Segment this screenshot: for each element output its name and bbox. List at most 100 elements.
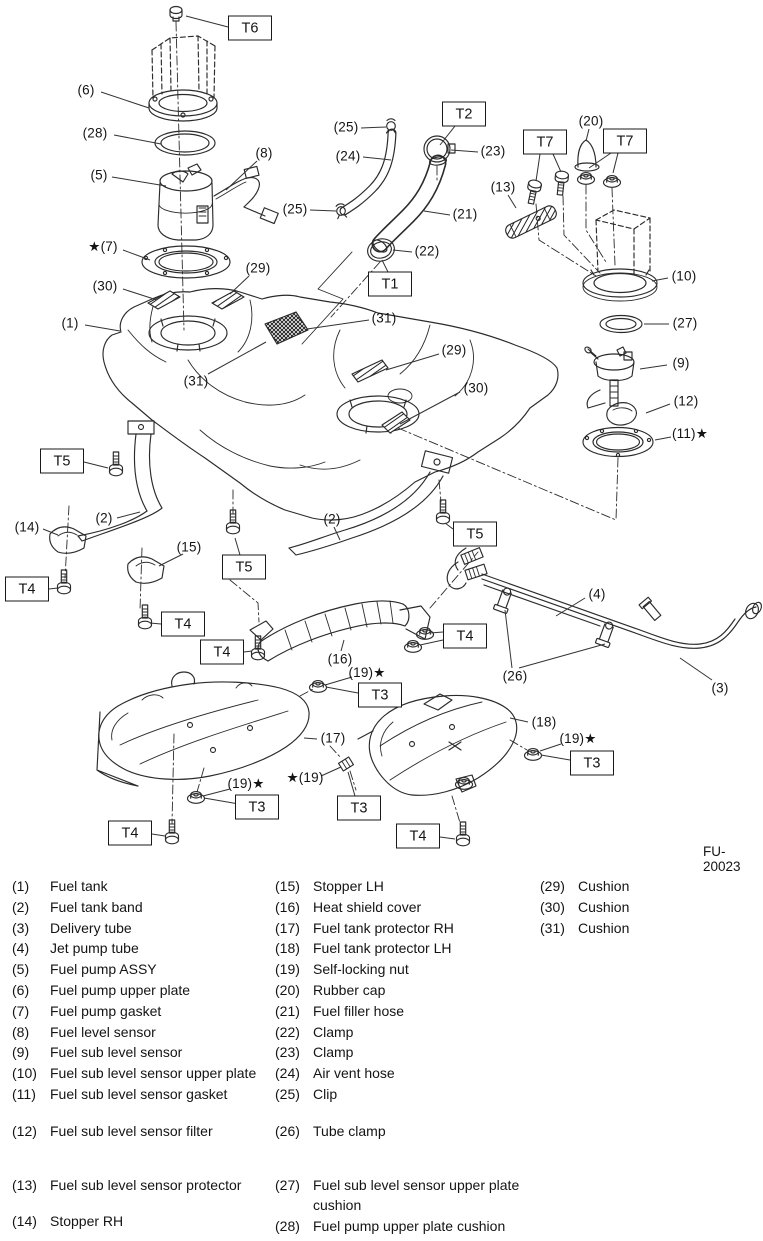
callout-part-28: (28): [82, 125, 108, 141]
part-name: Rubber cap: [313, 981, 386, 998]
protector-rh-drawing: [96, 671, 357, 845]
callout-part-19: (19)★: [559, 731, 597, 746]
callout-part-31: (31): [183, 373, 209, 389]
callout-part-31: (31): [371, 310, 397, 326]
parts-list-column-3: (29) Cushion (30) Cushion (31) Cushion: [540, 876, 750, 1237]
part-entry-21: (21)Fuel filler hose: [275, 1001, 540, 1022]
part-entry-2: (2)Fuel tank band: [12, 897, 275, 918]
leader-line: [651, 277, 669, 282]
tool-label-T3: T3: [235, 794, 279, 820]
part-number: (10): [12, 1065, 37, 1082]
part-number: (29): [540, 878, 565, 894]
callout-part-2: (2): [323, 511, 341, 527]
part-name: Fuel pump ASSY: [50, 961, 157, 978]
leader-line: [399, 391, 461, 425]
callout-part-30: (30): [463, 380, 489, 396]
leader-line: [309, 209, 337, 212]
callout-part-26: (26): [502, 668, 528, 684]
part-name: Stopper RH: [50, 1213, 124, 1230]
part-name: Cushion: [578, 919, 630, 936]
part-name: Fuel tank band: [50, 898, 143, 915]
exploded-parts-diagram: FU-20023 (6)(28)(5)(8)★(7)(30)(29)(1)(31…: [5, 5, 762, 874]
tool-label-T3: T3: [358, 682, 402, 708]
leader-line: [113, 134, 162, 145]
part-entry-31: (31) Cushion: [540, 918, 750, 939]
heat-shield-drawing: [249, 551, 479, 662]
part-entry-1: (1)Fuel tank: [12, 876, 275, 897]
leader-line: [207, 341, 267, 375]
leader-line: [243, 650, 253, 653]
leader-line: [48, 587, 59, 590]
callout-part-24: (24): [335, 148, 361, 164]
part-number: (31): [540, 919, 565, 936]
part-number: (13): [12, 1176, 37, 1193]
part-entry-17: (17)Fuel tank protector RH: [275, 918, 540, 939]
part-entry-11: (11)Fuel sub level sensor gasket: [12, 1084, 275, 1105]
callout-part-14: (14): [14, 519, 40, 535]
tool-label-T6: T6: [228, 15, 272, 41]
callout-part-30: (30): [92, 278, 118, 294]
callout-part-13: (13): [490, 179, 516, 195]
part-entry-25: (25)Clip: [275, 1084, 540, 1105]
part-name: Fuel tank protector RH: [313, 919, 454, 936]
leader-line: [306, 319, 370, 330]
tool-label-T4: T4: [443, 623, 487, 649]
parts-list-column-2: (15)Stopper LH(16)Heat shield cover(17)F…: [275, 876, 540, 1237]
part-number: (5): [12, 961, 30, 978]
part-name: Clamp: [313, 1044, 354, 1061]
part-number: (27): [275, 1176, 300, 1193]
callout-part-12: (12): [673, 393, 699, 409]
leader-line: [444, 522, 454, 530]
leader-line: [84, 324, 121, 332]
part-entry-19: (19) Self-locking nut: [275, 959, 540, 980]
leader-line: [439, 836, 456, 840]
callout-part-2: (2): [95, 510, 113, 526]
callout-part-20: (20): [578, 113, 604, 129]
part-name: Fuel sub level sensor: [50, 1044, 183, 1061]
part-number: (19): [275, 961, 300, 978]
part-entry-14: (14)Stopper RH: [12, 1211, 275, 1232]
leader-line: [149, 622, 162, 625]
part-number: (8): [12, 1023, 30, 1040]
part-name: Heat shield cover: [313, 898, 422, 915]
leader-line: [320, 766, 342, 777]
leader-line: [122, 249, 151, 261]
tool-label-T4: T4: [161, 611, 205, 637]
part-name: Self-locking nut: [313, 961, 409, 978]
leader-line: [333, 526, 341, 541]
part-number: (26): [275, 1122, 300, 1139]
part-entry-28: (28)Fuel pump upper plate cushion: [275, 1216, 540, 1237]
part-number: (9): [12, 1044, 30, 1061]
leader-line: [679, 657, 713, 681]
part-number: (12): [12, 1122, 37, 1139]
part-number: (6): [12, 981, 30, 998]
part-number: (16): [275, 898, 300, 915]
tool-label-T2: T2: [442, 101, 486, 127]
callout-part-23: (23): [480, 143, 506, 159]
leader-line: [225, 160, 258, 191]
part-name: Cushion: [578, 898, 630, 915]
part-name: Fuel sub level sensor protector: [50, 1176, 242, 1193]
part-number: (21): [275, 1002, 300, 1019]
part-entry-23: (23)Clamp: [275, 1042, 540, 1063]
tool-label-T5: T5: [222, 554, 266, 580]
leader-line: [42, 528, 59, 536]
leader-line: [122, 288, 158, 301]
leader-line: [392, 249, 413, 253]
tool-label-T4: T4: [5, 576, 49, 602]
leader-line: [439, 125, 456, 146]
part-name: Cushion: [578, 878, 630, 894]
tool-label-T5: T5: [40, 448, 84, 474]
callout-part-10: (10): [671, 268, 697, 284]
leader-line: [340, 639, 345, 652]
part-number: (30): [540, 898, 565, 915]
leader-line: [347, 771, 356, 797]
leader-line: [111, 176, 167, 187]
part-entry-22: (22)Clamp: [275, 1022, 540, 1043]
part-entry-30: (30) Cushion: [540, 897, 750, 918]
leader-line: [423, 210, 451, 216]
filler-hose-drawing: [301, 118, 456, 345]
leader-line: [639, 364, 668, 370]
part-name: Clamp: [313, 1023, 354, 1040]
leader-line: [303, 737, 318, 740]
